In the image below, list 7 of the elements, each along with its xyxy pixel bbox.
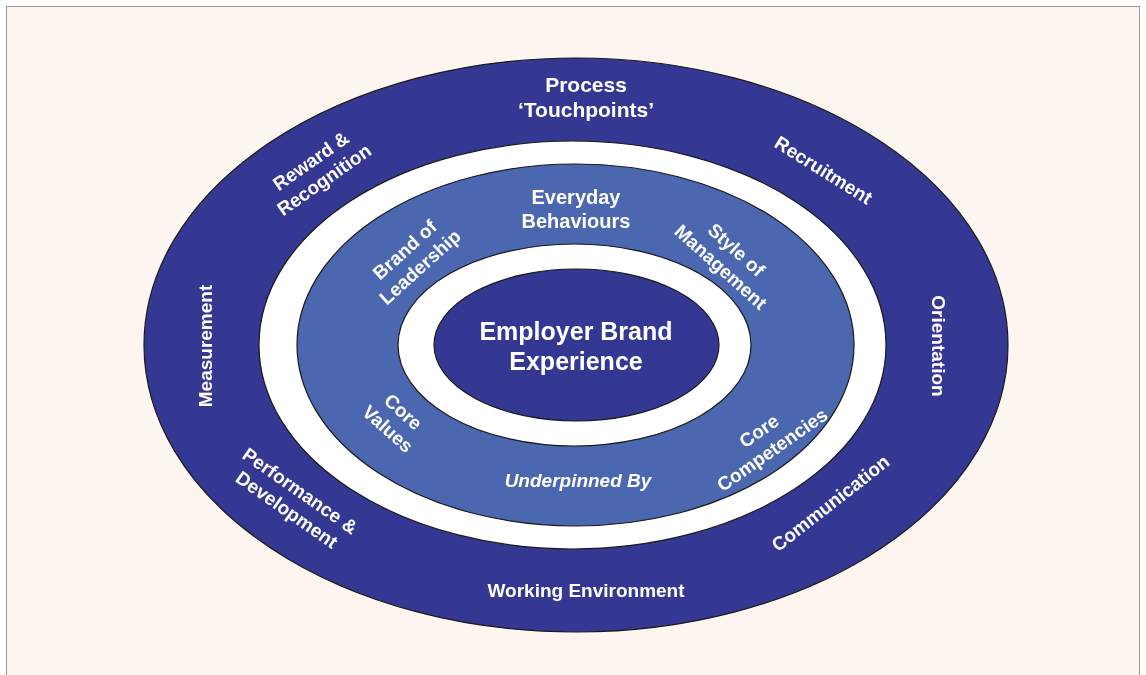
segment-label: Everyday Behaviours [520,185,632,233]
segment-label: Working Environment [486,579,686,603]
segment-label: Orientation [927,294,950,399]
segment-label: Measurement [194,283,217,410]
segment-label: Underpinned By [503,469,653,493]
center-label: Employer Brand Experience [478,316,674,376]
segment-label: Process ‘Touchpoints’ [516,71,656,123]
